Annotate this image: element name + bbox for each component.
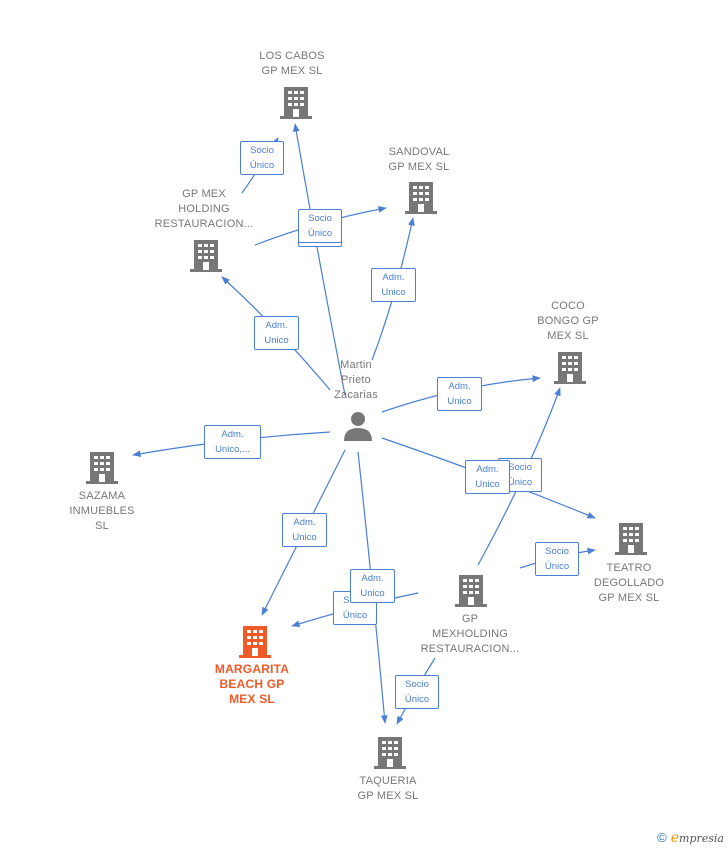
edge-label: Adm. Unico: [437, 377, 482, 411]
building-icon: [190, 240, 222, 272]
node-margarita-label[interactable]: MARGARITA BEACH GP MEX SL: [214, 662, 290, 706]
edge-label: Adm. Unico: [254, 316, 299, 350]
node-gp-mex-holding-label[interactable]: GP MEX HOLDING RESTAURACION...: [154, 188, 254, 230]
node-taqueria-label[interactable]: TAQUERIA GP MEX SL: [357, 775, 419, 802]
building-icon: [455, 575, 487, 607]
node-gp-mexholding-label[interactable]: GP MEXHOLDING RESTAURACION...: [420, 613, 520, 655]
building-icon: [374, 737, 406, 769]
edge-person-loscabos: [292, 123, 346, 396]
node-coco-bongo-label[interactable]: COCO BONGO GP MEX SL: [537, 300, 599, 342]
node-teatro-label[interactable]: TEATRO DEGOLLADO GP MEX SL: [593, 562, 665, 604]
footer-brand[interactable]: ©empresia: [657, 830, 724, 846]
node-person-label[interactable]: Martin Prieto Zacarias: [334, 359, 378, 401]
node-sazama-label[interactable]: SAZAMA INMUEBLES SL: [69, 490, 135, 532]
edge-label: Socio Único: [240, 141, 284, 175]
building-icon: [554, 352, 586, 384]
node-sandoval-label[interactable]: SANDOVAL GP MEX SL: [388, 146, 450, 173]
brand-name: mpresia: [679, 832, 724, 845]
edge-label: Socio Único: [298, 209, 342, 243]
edge-label: Adm. Unico: [282, 513, 327, 547]
person-icon: [344, 412, 372, 441]
building-icon: [86, 452, 118, 484]
building-icon: [280, 87, 312, 119]
edge-label: Socio Único: [395, 675, 439, 709]
copyright-icon: ©: [657, 830, 667, 845]
building-icon: [615, 523, 647, 555]
building-icon: [405, 182, 437, 214]
edge-label: Adm. Unico: [371, 268, 416, 302]
edge-label: Adm. Unico: [350, 569, 395, 603]
edge-label: Adm. Unico: [465, 460, 510, 494]
node-los-cabos-label[interactable]: LOS CABOS GP MEX SL: [259, 50, 325, 77]
building-icon-highlight: [239, 626, 271, 658]
brand-logo-initial: e: [670, 830, 680, 846]
edge-label: Adm. Unico,...: [204, 425, 261, 459]
edge-label: Socio Único: [535, 542, 579, 576]
